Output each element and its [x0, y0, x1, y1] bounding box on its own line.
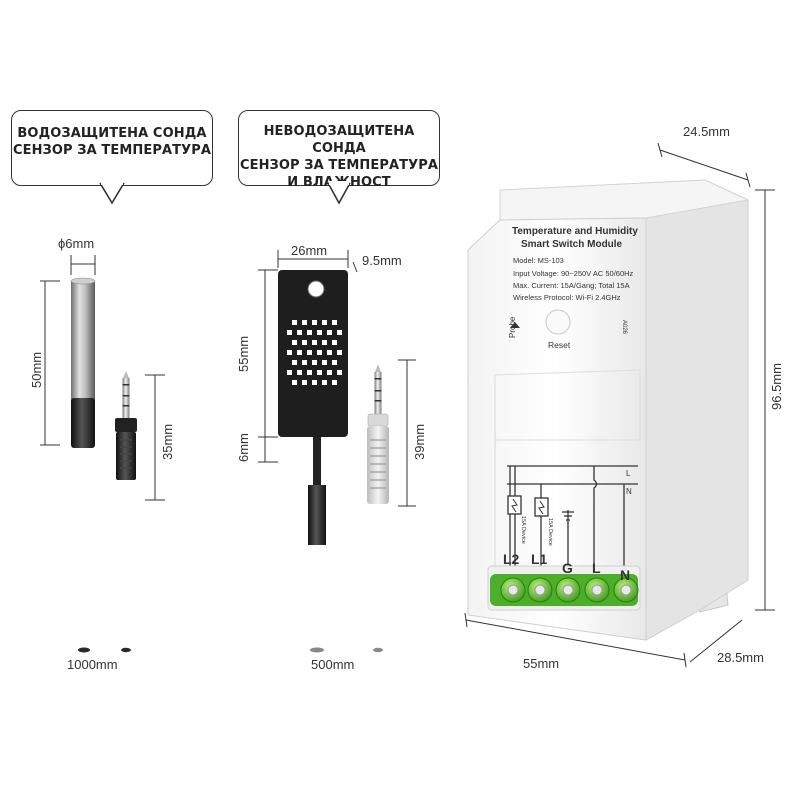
circuit-label-n: N [626, 487, 632, 496]
module-protocol: Wireless Protocol: Wi-Fi 2.4GHz [513, 293, 621, 302]
audio-jack-2 [367, 364, 389, 653]
terminal-label-n: N [620, 567, 631, 583]
terminal-label-l: L [592, 560, 601, 576]
sensor-neck-label: 6mm [236, 433, 251, 462]
terminal-label-g: G [562, 560, 573, 576]
waterproof-probe-callout-text: ВОДОЗАЩИТЕНА СОНДА СЕНЗОР ЗА ТЕМПЕРАТУРА [12, 126, 212, 158]
waterproof-probe-callout: ВОДОЗАЩИТЕНА СОНДА СЕНЗОР ЗА ТЕМПЕРАТУРА [11, 110, 213, 186]
humidity-sensor-probe [278, 270, 389, 653]
module-depth-bottom-label: 28.5mm [717, 650, 764, 665]
cable1-length-label: 1000mm [67, 657, 118, 672]
terminal-label-l1: L1 [531, 551, 548, 567]
sensor-width-label: 26mm [291, 243, 328, 258]
module-title-line2: Smart Switch Module [521, 239, 623, 250]
callout-tails [99, 181, 351, 205]
cable2-length-label: 500mm [311, 657, 355, 672]
smart-switch-module [467, 179, 750, 641]
non-waterproof-probe-callout-text: НЕВОДОЗАЩИТЕНА СОНДА СЕНЗОР ЗА ТЕМПЕРАТУ… [239, 124, 439, 190]
module-width-label: 55mm [523, 656, 560, 671]
terminal-screws [490, 574, 639, 606]
module-max-current: Max. Current: 15A/Gang; Total 15A [513, 281, 630, 290]
circuit-label-l: L [626, 469, 631, 478]
probe1-dimension-lines [40, 255, 165, 501]
device-label-l1: 15A Device [547, 518, 553, 546]
sensor-height-label: 55mm [236, 335, 251, 372]
probe-port-label: Probe [508, 316, 517, 338]
probe-length-label: 50mm [29, 351, 44, 388]
probe-diameter-label: ϕ6mm [58, 236, 95, 251]
module-title-line1: Temperature and Humidity [512, 226, 638, 237]
reset-button-label: Reset [548, 340, 571, 350]
plug2-length-label: 39mm [412, 423, 427, 460]
module-height-label: 96.5mm [769, 363, 784, 410]
sensor-vent-holes [287, 320, 342, 385]
module-dimension-lines [464, 142, 775, 668]
device-label-l2: 15A Device [520, 516, 526, 544]
module-model: Model: MS-103 [513, 256, 564, 265]
module-side-code: A026 [621, 320, 627, 335]
sensor-depth-label: 9.5mm [362, 253, 402, 268]
waterproof-probe [70, 277, 137, 653]
module-input-voltage: Input Voltage: 90~250V AC 50/60Hz [513, 269, 634, 278]
terminal-label-l2: L2 [503, 551, 520, 567]
probe2-dimension-lines [258, 250, 416, 507]
module-depth-label: 24.5mm [683, 124, 730, 139]
non-waterproof-probe-callout: НЕВОДОЗАЩИТЕНА СОНДА СЕНЗОР ЗА ТЕМПЕРАТУ… [238, 110, 440, 190]
plug1-length-label: 35mm [160, 423, 175, 460]
audio-jack-1 [115, 371, 137, 653]
